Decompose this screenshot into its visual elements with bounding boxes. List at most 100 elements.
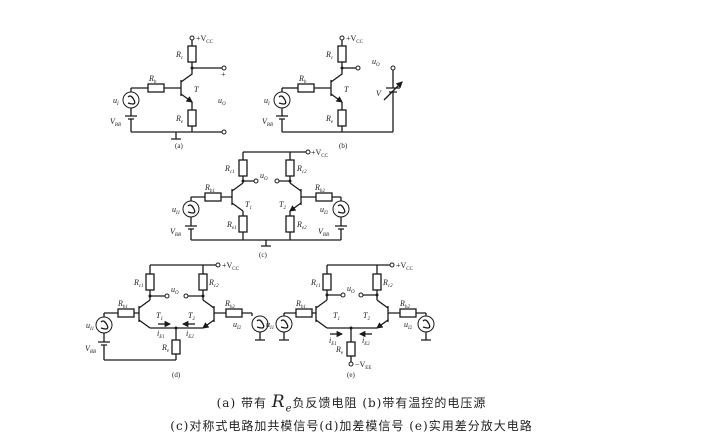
re1-label-c: Re1 — [226, 220, 237, 231]
vcc-terminal-b — [339, 35, 345, 41]
rb1-label-e: Rb1 — [295, 299, 306, 310]
re-label-d: Re — [161, 343, 170, 354]
ui-label-b: uI — [264, 96, 270, 107]
vee-label-e: −VEE — [355, 360, 371, 371]
ui1-label-c: uI1 — [172, 205, 180, 216]
rc-label-b: Rc — [325, 50, 334, 61]
rb2-resistor-e — [399, 308, 417, 318]
re2-resistor-c — [285, 215, 295, 233]
ui1-source-e — [275, 315, 293, 333]
uo-label-b: uO — [372, 57, 380, 68]
vbb2-label-c: VBB — [318, 227, 329, 238]
caption-re-sub: e — [285, 403, 293, 415]
caption-part-a: (a) 带有 — [216, 396, 272, 410]
re-label-b: Re — [325, 114, 334, 125]
out-plus-terminal-e — [340, 292, 346, 298]
vbb1-label-c: VBB — [170, 227, 181, 238]
ui2-source-c — [332, 200, 350, 218]
vcc-label-d: +VCC — [222, 261, 240, 272]
out-plus-label-a: + — [221, 70, 226, 79]
rb-label-a: Rb — [148, 74, 157, 85]
rb1-label-c: Rb1 — [204, 183, 215, 194]
rc1-label-e: Rc1 — [310, 278, 321, 289]
re-resistor-e — [346, 341, 356, 357]
rc-label-a: Rc — [175, 50, 184, 61]
t1-label-e: T1 — [333, 311, 340, 322]
t2-label-d: T2 — [188, 311, 195, 322]
vcc-label-e: +VCC — [396, 261, 414, 272]
ie1-label-d: iE1 — [157, 329, 165, 340]
t2-label-e: T2 — [363, 311, 370, 322]
rc1-resistor-c — [238, 159, 248, 177]
rc1-resistor-d — [145, 273, 155, 291]
caption-part-b: 负反馈电阻 (b)带有温控的电压源 — [292, 396, 487, 410]
out-minus-terminal-c — [274, 178, 280, 184]
rb1-resistor-d — [117, 308, 135, 318]
re-resistor-a — [187, 109, 197, 127]
out-plus-terminal-c — [253, 178, 259, 184]
ui2-label-e: uI2 — [404, 320, 413, 331]
re-resistor-d — [171, 339, 181, 355]
transistor-label-a: T — [194, 85, 199, 94]
panel-e: +VCC Rc1 Rc2 uO T1 T2 iE1 iE2 Re −VEE Rb… — [266, 261, 435, 379]
ui1-source-d — [95, 316, 113, 334]
out-plus-terminal-a — [221, 65, 227, 71]
rb1-resistor-c — [204, 192, 222, 202]
vcc-label-a: +VCC — [196, 34, 214, 45]
vcc-label-b: +VCC — [346, 34, 364, 45]
ui-source-b — [273, 91, 291, 109]
ui2-label-c: uI2 — [320, 205, 329, 216]
rc-resistor-b — [337, 45, 347, 63]
rb2-label-e: Rb2 — [399, 299, 410, 310]
ui2-source-e — [417, 315, 435, 333]
rb1-label-d: Rb1 — [117, 299, 128, 310]
ui-label-a: uI — [113, 96, 119, 107]
vcc-terminal-c — [305, 149, 311, 155]
rb2-resistor-d — [225, 308, 243, 318]
ie2-label-e: iE2 — [362, 336, 370, 347]
vbb-label-a: VBB — [110, 117, 121, 128]
rc2-resistor-e — [372, 273, 382, 291]
ie1-label-e: iE1 — [329, 336, 337, 347]
rc2-resistor-d — [198, 273, 208, 291]
rc2-label-c: Rc2 — [296, 164, 307, 175]
ui1-source-c — [182, 200, 200, 218]
re-resistor-b — [337, 109, 347, 127]
vcc-terminal-d — [215, 262, 221, 268]
rb1-resistor-e — [295, 308, 313, 318]
panel-tag-e: (e) — [347, 371, 355, 379]
vcc-terminal-e — [389, 262, 395, 268]
panel-c: +VCC Rc1 Rc2 uO T1 T2 Re1 Re2 Rb1 Rb2 uI — [170, 148, 350, 259]
re2-label-c: Re2 — [296, 220, 307, 231]
panel-tag-c: (c) — [259, 251, 267, 259]
rc2-label-d: Rc2 — [208, 278, 219, 289]
v-label-b: V — [376, 89, 382, 98]
transistor-label-b: T — [344, 85, 349, 94]
ui1-label-e: uI1 — [266, 320, 274, 331]
caption-line-2: (c)对称式电路加共模信号(d)加差模信号 (e)实用差分放大电路 — [170, 419, 533, 433]
rb-label-b: Rb — [298, 74, 307, 85]
caption-line-1: (a) 带有 Re负反馈电阻 (b)带有温控的电压源 — [0, 392, 703, 414]
caption-re-letter: R — [271, 392, 286, 412]
rb2-label-c: Rb2 — [314, 183, 325, 194]
panel-tag-d: (d) — [172, 371, 181, 379]
v-terminal-b — [390, 65, 396, 71]
vcc-terminal-a — [189, 35, 195, 41]
ui-source-a — [122, 91, 140, 109]
rb2-label-d: Rb2 — [224, 299, 235, 310]
panel-a: +VCC Rc + T Re uO Rb uI VBB (a) — [110, 34, 227, 150]
panel-tag-b: (b) — [339, 142, 348, 150]
panel-tag-a: (a) — [175, 142, 183, 150]
vbb-label-b: VBB — [262, 117, 273, 128]
t2-label-c: T2 — [279, 200, 286, 211]
rb2-resistor-c — [315, 192, 333, 202]
uo-label-e: uO — [347, 284, 355, 295]
rb-resistor-b — [297, 83, 315, 93]
uo-label-d: uO — [171, 285, 179, 296]
re-label-e: Re — [335, 345, 344, 356]
ui2-label-d: uI2 — [233, 320, 242, 331]
panel-d: +VCC Rc1 Rc2 uO T1 T2 iE1 iE2 Re Rb1 Rb2 — [85, 261, 269, 379]
rc1-resistor-e — [322, 273, 332, 291]
caption-re-symbol: Re — [271, 392, 293, 415]
